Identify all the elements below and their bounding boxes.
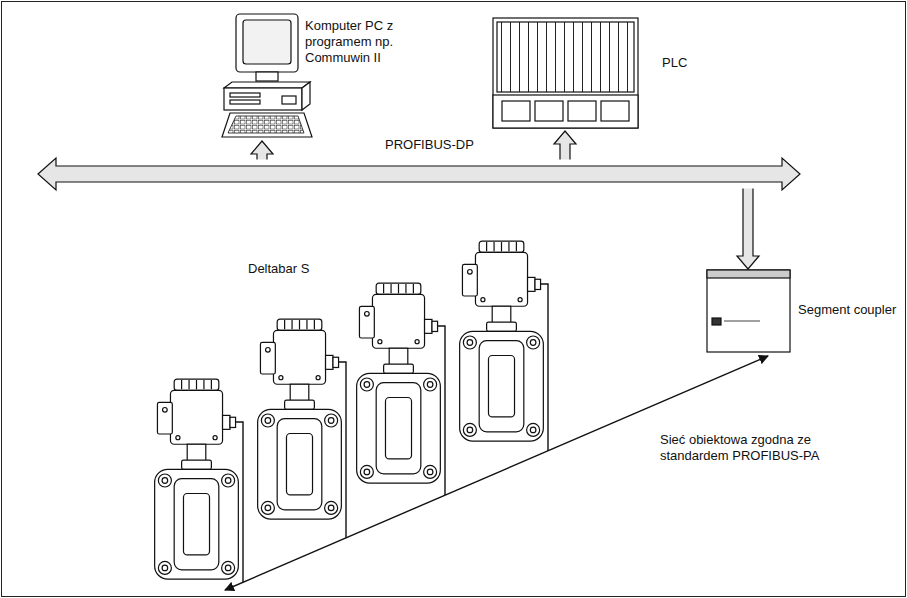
illustration-part (493, 18, 638, 128)
illustration-part (535, 101, 563, 121)
illustration-part (497, 22, 634, 92)
illustration-part (707, 270, 790, 278)
illustration-part (568, 101, 596, 121)
illustration-part (493, 18, 638, 128)
illustration-part (339, 362, 346, 538)
illustration-part (228, 116, 304, 133)
illustration-part (707, 270, 790, 352)
illustration-part (707, 270, 790, 352)
pc-computer: Komputer PC z programem np. Commuwin II (222, 8, 422, 140)
bus-arrow (737, 189, 759, 270)
bus-arrow (554, 131, 576, 160)
illustration-part (224, 88, 302, 110)
device-label: Deltabar S (248, 261, 309, 277)
illustration-part (155, 379, 239, 579)
illustration-part (236, 422, 243, 582)
node-label: PLC (662, 55, 687, 71)
illustration-part (38, 158, 800, 190)
profibus-dp-bus: PROFIBUS-DP (38, 158, 800, 190)
illustration-part (460, 241, 544, 441)
bus-arrow (251, 141, 273, 160)
illustration-part (224, 82, 310, 88)
illustration-part (724, 321, 760, 322)
network-label: Sieć obiektowa zgodna ze standardem PROF… (660, 432, 832, 464)
illustration-part (236, 14, 298, 72)
illustration-part (243, 20, 291, 64)
illustration-part (541, 284, 548, 451)
illustration-part (601, 101, 629, 121)
illustration-part (282, 96, 296, 104)
illustration-part (222, 113, 312, 137)
illustration-part (230, 93, 260, 97)
illustration-part (357, 283, 441, 483)
illustration-part (712, 318, 721, 325)
node-label: Komputer PC z programem np. Commuwin II (305, 18, 397, 66)
illustration-part (438, 326, 445, 495)
illustration-part (502, 101, 530, 121)
segment-coupler: Segment coupler (703, 268, 900, 354)
plc-controller: PLC (490, 15, 700, 130)
illustration-part (230, 100, 260, 104)
node-label: Segment coupler (798, 302, 896, 318)
illustration-part (256, 72, 278, 81)
illustration-part (222, 14, 312, 137)
illustration-part (302, 82, 310, 110)
illustration-part (493, 95, 638, 128)
node-label: PROFIBUS-DP (385, 137, 474, 153)
illustration-part (225, 356, 768, 590)
illustration-part (258, 319, 342, 519)
